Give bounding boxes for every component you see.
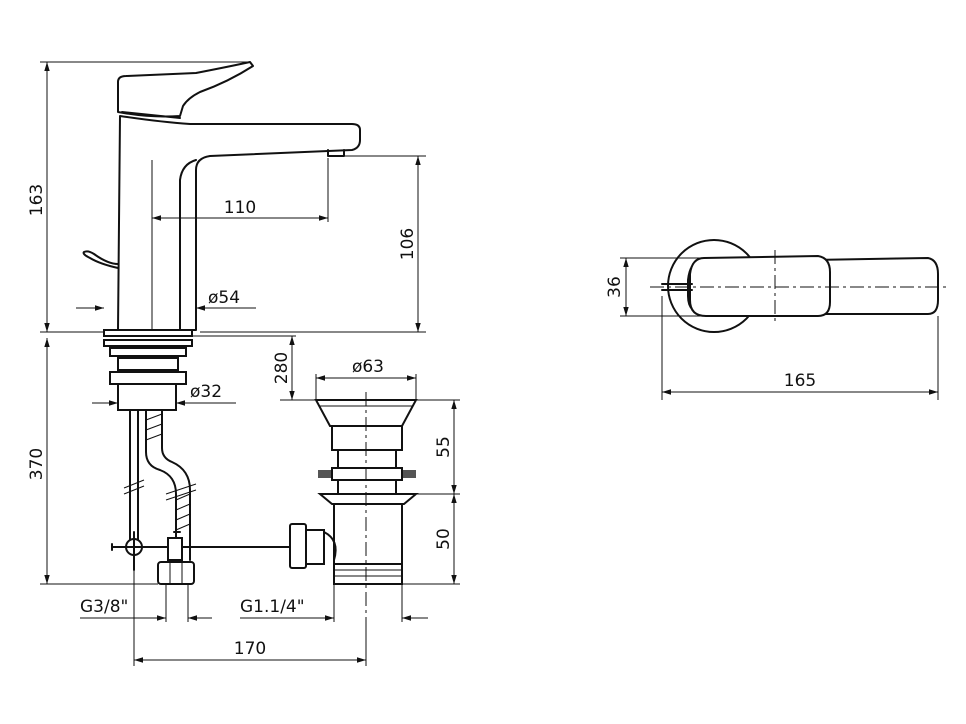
angle-valve-icon	[111, 531, 291, 571]
top-lever	[689, 254, 831, 317]
supply-nut	[157, 561, 195, 585]
lever-handle	[117, 61, 254, 118]
dim-top-width: 36	[605, 276, 625, 298]
faucet-side-view	[82, 61, 361, 585]
waste-outlet	[333, 563, 403, 585]
popup-rod	[82, 250, 119, 269]
shank	[117, 383, 177, 411]
dim-max-deck: 280	[272, 352, 292, 384]
faucet-base	[103, 329, 193, 337]
dim-centers: 170	[234, 639, 266, 659]
dim-spout-height: 106	[398, 228, 418, 260]
waste-assembly	[289, 392, 419, 620]
dimension-lines	[40, 61, 938, 666]
dim-waste-thread: G1.1/4"	[240, 597, 305, 617]
faucet-top-view	[620, 239, 950, 400]
dim-waste-diameter: ø63	[352, 357, 384, 377]
supply-hoses	[123, 409, 197, 561]
dim-supply-thread: G3/8"	[80, 597, 128, 617]
dim-base-diameter: ø54	[208, 288, 240, 308]
dim-height-total: 163	[27, 184, 47, 216]
dim-hose-length: 370	[27, 448, 47, 480]
faucet-body	[117, 115, 361, 331]
dim-waste-lower: 50	[434, 528, 454, 550]
dim-waste-upper: 55	[434, 436, 454, 458]
dimension-labels: 163 370 110 106 ø54 ø32 280 ø63 55 50 G3…	[27, 184, 816, 659]
dim-spout-reach: 110	[224, 198, 256, 218]
dim-shank-diameter: ø32	[190, 382, 222, 402]
dim-top-length: 165	[784, 371, 816, 391]
